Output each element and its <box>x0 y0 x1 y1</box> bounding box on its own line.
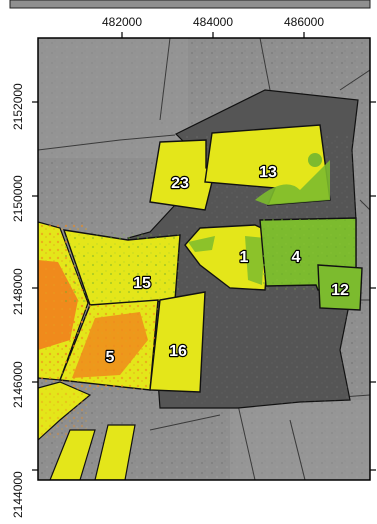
x-axis: 482000 484000 486000 <box>102 15 324 38</box>
y-tick-label: 2148000 <box>11 268 25 315</box>
x-tick-label: 484000 <box>193 15 233 29</box>
zone-label: 23 <box>171 175 189 192</box>
zone-label: 5 <box>106 349 115 366</box>
zone-12-area <box>317 264 363 311</box>
zone-label: 12 <box>331 282 349 299</box>
x-tick-label: 486000 <box>284 15 324 29</box>
map-area <box>38 38 370 480</box>
zone-label: 1 <box>240 249 249 266</box>
y-tick-label: 2150000 <box>11 175 25 222</box>
zone-label: 15 <box>133 275 151 292</box>
y-tick-label: 2146000 <box>11 361 25 408</box>
y-axis: 2152000 2150000 2148000 2146000 2144000 <box>11 83 38 518</box>
top-strip <box>9 0 371 9</box>
zone-label: 4 <box>292 249 301 266</box>
right-ticks <box>370 101 376 471</box>
zone-label: 13 <box>259 164 277 181</box>
map-frame <box>37 37 371 481</box>
zone-16-area <box>149 291 206 393</box>
y-tick-label: 2152000 <box>11 83 25 130</box>
zone-labels: 23 13 1 4 12 15 16 5 <box>104 163 350 367</box>
x-tick-label: 482000 <box>102 15 142 29</box>
zone-label: 16 <box>169 343 187 360</box>
y-tick-label: 2144000 <box>11 471 25 518</box>
